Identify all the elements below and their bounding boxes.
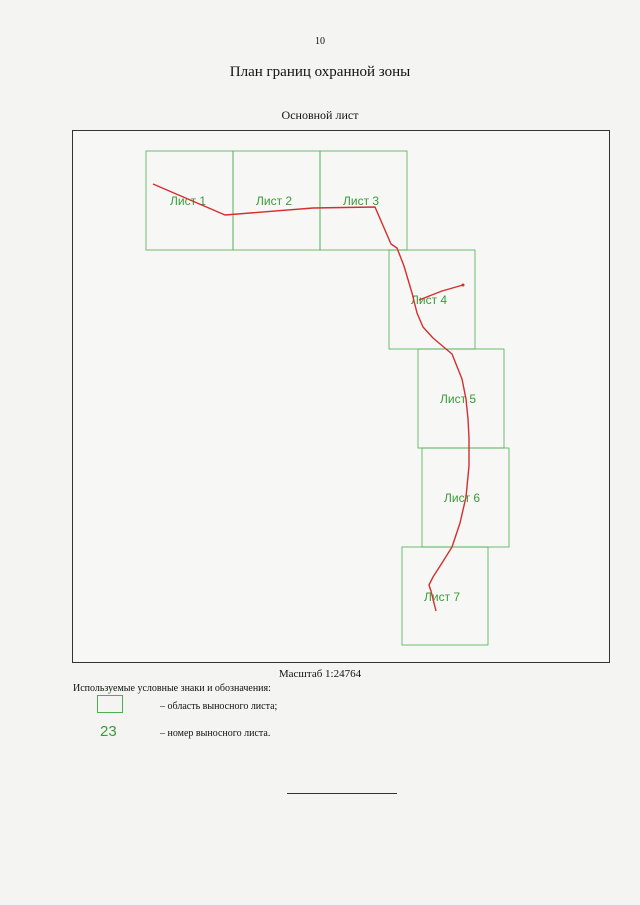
sheet-1-label: Лист 1 bbox=[170, 194, 206, 208]
sheet-6-label: Лист 6 bbox=[444, 491, 480, 505]
map-canvas: Лист 1 Лист 2 Лист 3 Лист 4 Лист 5 Лист … bbox=[145, 150, 510, 646]
page-number: 10 bbox=[315, 36, 325, 47]
legend-sheet-number-symbol: 23 bbox=[100, 723, 117, 740]
map-frame: Лист 1 Лист 2 Лист 3 Лист 4 Лист 5 Лист … bbox=[72, 130, 610, 663]
sheet-7-label: Лист 7 bbox=[424, 590, 460, 604]
page-subtitle: Основной лист bbox=[281, 108, 359, 122]
sheet-2-label: Лист 2 bbox=[256, 194, 292, 208]
protection-zone-route bbox=[152, 183, 470, 612]
sheet-1[interactable]: Лист 1 bbox=[145, 150, 234, 251]
signature-line bbox=[287, 793, 397, 794]
sheet-5[interactable]: Лист 5 bbox=[417, 348, 505, 449]
sheet-4[interactable]: Лист 4 bbox=[388, 249, 476, 350]
sheet-7-rect bbox=[401, 546, 489, 646]
legend-sheet-area-text: – область выносного листа; bbox=[160, 701, 278, 712]
page-title: План границ охранной зоны bbox=[229, 64, 411, 80]
sheet-5-label: Лист 5 bbox=[440, 392, 476, 406]
sheet-3-label: Лист 3 bbox=[343, 194, 379, 208]
legend-sheet-number-text: – номер выносного листа. bbox=[160, 728, 271, 739]
sheet-3[interactable]: Лист 3 bbox=[319, 150, 408, 251]
map-scale: Масштаб 1:24764 bbox=[278, 668, 362, 680]
sheet-2[interactable]: Лист 2 bbox=[232, 150, 321, 251]
sheet-3-rect bbox=[319, 150, 408, 251]
sheet-7[interactable]: Лист 7 bbox=[401, 546, 489, 646]
route-endpoint bbox=[461, 283, 465, 287]
sheet-4-label: Лист 4 bbox=[411, 293, 447, 307]
route-branch bbox=[418, 284, 464, 301]
legend-title: Используемые условные знаки и обозначени… bbox=[73, 683, 271, 694]
legend-sheet-area-symbol bbox=[97, 695, 123, 713]
